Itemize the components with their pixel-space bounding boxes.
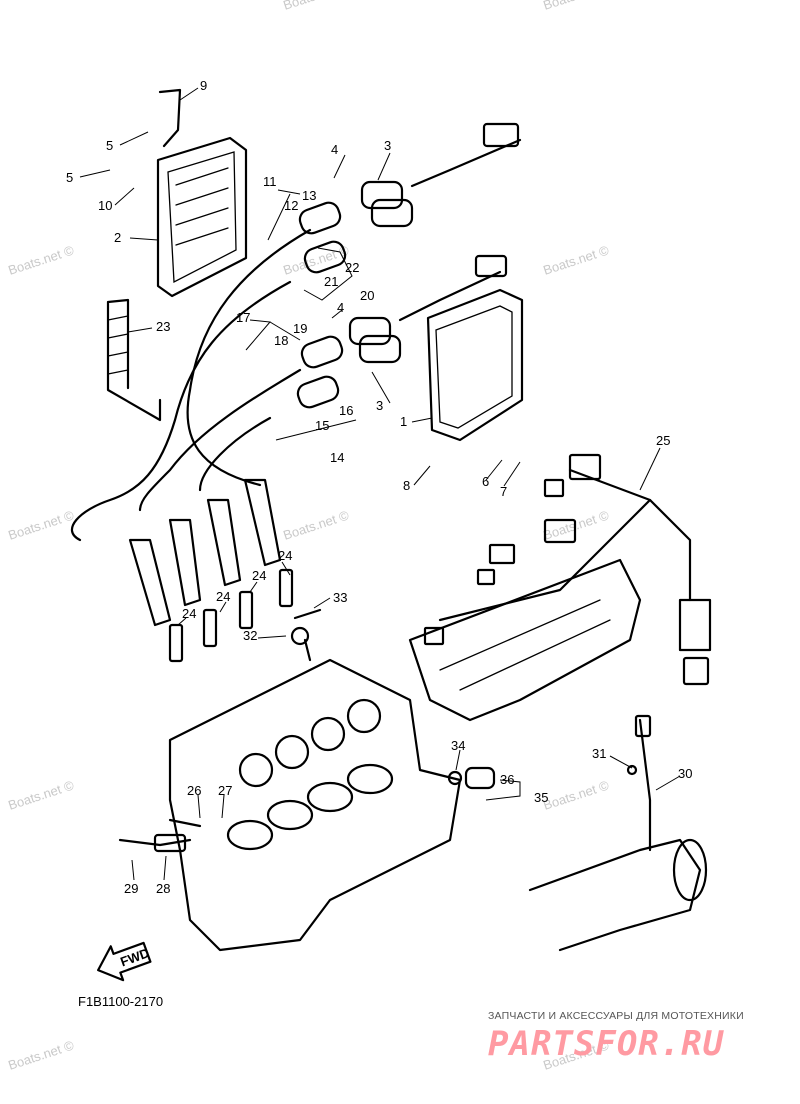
callout-33: 33 [333, 590, 347, 605]
shop-caption: ЗАПЧАСТИ И АКСЕССУАРЫ ДЛЯ МОТОТЕХНИКИ [488, 1010, 744, 1022]
callout-32: 32 [243, 628, 257, 643]
callout-24: 24 [252, 568, 266, 583]
watermark: Boats.net © [541, 242, 611, 277]
callout-3: 3 [376, 398, 383, 413]
callout-21: 21 [324, 274, 338, 289]
callout-6: 6 [482, 474, 489, 489]
callout-22: 22 [345, 260, 359, 275]
watermark: Boats.net © [541, 507, 611, 542]
fwd-arrow-icon: FWD [97, 941, 152, 982]
intake-manifold-part [408, 558, 642, 722]
callout-31: 31 [592, 746, 606, 761]
callout-17: 17 [236, 310, 250, 325]
callout-12: 12 [284, 198, 298, 213]
watermark: Boats.net © [541, 777, 611, 812]
watermark: Boats.net © [6, 507, 76, 542]
callout-34: 34 [451, 738, 465, 753]
callout-19: 19 [293, 321, 307, 336]
sensors [118, 608, 496, 853]
callout-24: 24 [216, 589, 230, 604]
callout-18: 18 [274, 333, 288, 348]
watermark: Boats.net © [6, 1037, 76, 1072]
callout-36: 36 [500, 772, 514, 787]
callout-10: 10 [98, 198, 112, 213]
callout-15: 15 [315, 418, 329, 433]
callout-labels: 9 5 5 10 2 4 3 11 12 13 22 21 20 4 23 17… [66, 78, 692, 896]
ignition-boots [128, 478, 282, 627]
callout-4: 4 [337, 300, 344, 315]
watermark: Boats.net © [6, 242, 76, 277]
watermarks: Boats.net © Boats.net © Boats.net © Boat… [6, 0, 611, 1073]
ecu-cover-part [156, 88, 248, 298]
callout-23: 23 [156, 319, 170, 334]
callout-16: 16 [339, 403, 353, 418]
fwd-label: FWD [118, 945, 151, 969]
engine-block-part [168, 658, 462, 952]
callout-30: 30 [678, 766, 692, 781]
callout-2: 2 [114, 230, 121, 245]
callout-27: 27 [218, 783, 232, 798]
diagram-code: F1B1100-2170 [78, 994, 163, 1009]
callout-35: 35 [534, 790, 548, 805]
callout-29: 29 [124, 881, 138, 896]
watermark: Boats.net © [6, 777, 76, 812]
callout-13: 13 [302, 188, 316, 203]
callout-14: 14 [330, 450, 344, 465]
watermark: Boats.net © [281, 507, 351, 542]
ecu-module-part [426, 288, 524, 442]
wire-harness-part [423, 453, 712, 686]
leader-lines [79, 87, 681, 881]
callout-24: 24 [278, 548, 292, 563]
callout-25: 25 [656, 433, 670, 448]
ignition-coil-lower-part [348, 254, 508, 364]
shop-logo: PARTSFOR.RU [488, 1024, 725, 1064]
throttle-body-part [528, 714, 708, 952]
spark-plug-cables [70, 201, 347, 542]
callout-4: 4 [331, 142, 338, 157]
callout-26: 26 [187, 783, 201, 798]
callout-5: 5 [66, 170, 73, 185]
ignition-coil-upper-part [360, 122, 522, 228]
callout-1: 1 [400, 414, 407, 429]
cable-guide-part [106, 298, 162, 422]
watermark: Boats.net © [281, 0, 351, 13]
callout-3: 3 [384, 138, 391, 153]
callout-7: 7 [500, 484, 507, 499]
callout-9: 9 [200, 78, 207, 93]
callout-11: 11 [263, 174, 277, 189]
callout-5: 5 [106, 138, 113, 153]
callout-20: 20 [360, 288, 374, 303]
callout-28: 28 [156, 881, 170, 896]
callout-24: 24 [182, 606, 196, 621]
spark-plugs [168, 568, 294, 663]
callout-8: 8 [403, 478, 410, 493]
watermark: Boats.net © [541, 0, 611, 13]
